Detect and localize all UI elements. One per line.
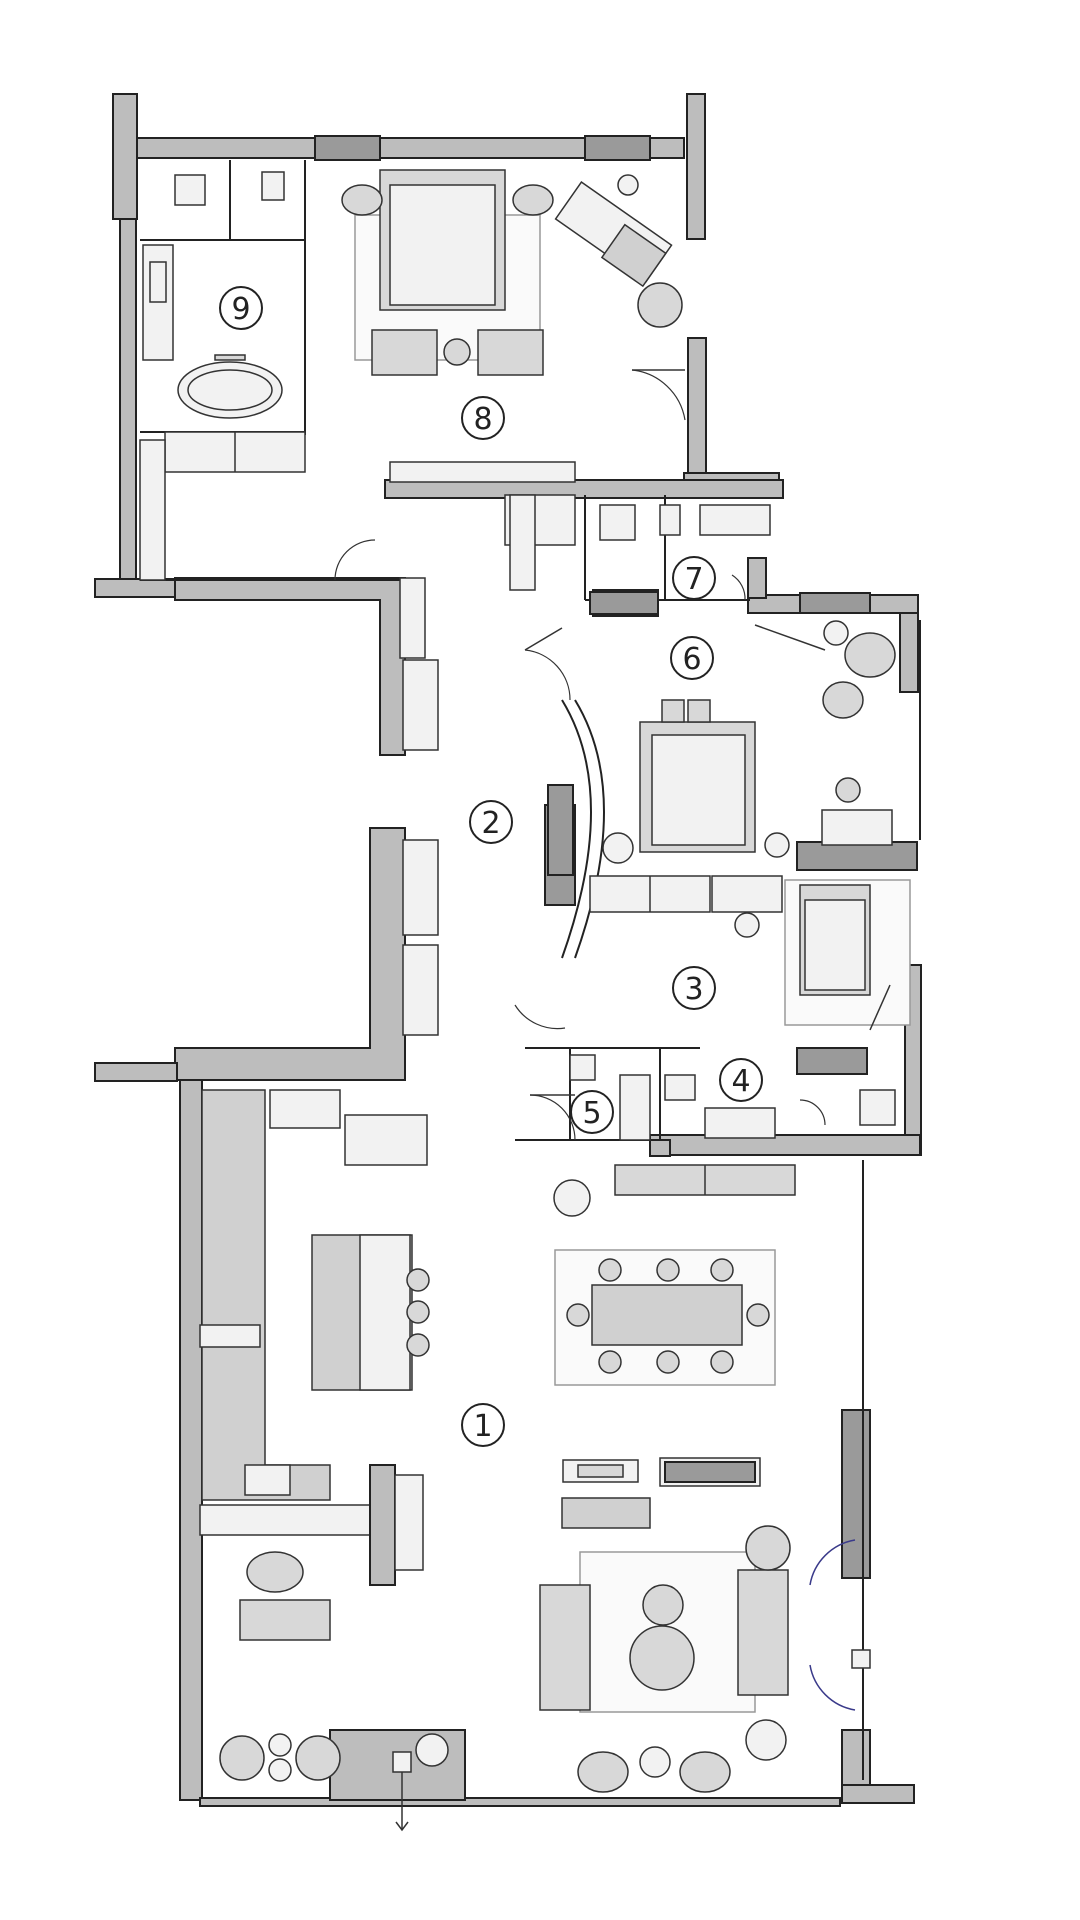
- room-label-7: 7: [672, 556, 716, 600]
- sink-icon: [619, 1074, 651, 1141]
- sofa-icon: [737, 1569, 789, 1696]
- plant-icon: [553, 1179, 591, 1217]
- sink-icon: [704, 1107, 776, 1139]
- svg-text:5: 5: [582, 1096, 601, 1131]
- plant-icon: [415, 1733, 449, 1767]
- svg-text:9: 9: [231, 292, 250, 327]
- svg-text:1: 1: [473, 1409, 492, 1444]
- room-2-corridor: [399, 494, 576, 1036]
- armchair-icon: [679, 1751, 731, 1793]
- room-8-bedroom: [334, 169, 686, 581]
- curved-wall: [547, 699, 605, 959]
- room-3-room: [514, 875, 911, 1031]
- toilet-icon: [569, 1054, 596, 1081]
- outer-walls: [94, 93, 922, 1807]
- sofa-icon: [539, 1584, 591, 1711]
- room-1-living: [199, 1089, 871, 1832]
- room-4-5-bathrooms: [529, 1054, 896, 1141]
- wardrobe: [402, 659, 439, 751]
- room-label-1: 1: [461, 1403, 505, 1447]
- toilet-icon: [261, 171, 285, 201]
- toilet-icon: [659, 504, 681, 536]
- room-label-8: 8: [461, 396, 505, 440]
- room-label-9: 9: [219, 286, 263, 330]
- room-label-3: 3: [672, 966, 716, 1010]
- room-label-6: 6: [670, 636, 714, 680]
- room-6-bedroom: [524, 620, 896, 864]
- svg-text:8: 8: [473, 402, 492, 437]
- armchair-icon: [371, 329, 438, 376]
- room-7-bathroom: [589, 504, 771, 615]
- svg-text:3: 3: [684, 972, 703, 1007]
- svg-text:7: 7: [684, 562, 703, 597]
- shower-icon: [174, 174, 206, 206]
- room-label-4: 4: [719, 1058, 763, 1102]
- room-9-bathroom: [139, 171, 306, 581]
- toilet-icon: [664, 1074, 696, 1101]
- room-label-2: 2: [469, 800, 513, 844]
- svg-text:2: 2: [481, 806, 500, 841]
- shower-icon: [599, 504, 636, 541]
- dining-table-icon: [591, 1284, 743, 1346]
- kitchen-counter: [201, 1089, 331, 1501]
- svg-text:4: 4: [731, 1064, 750, 1099]
- sink-icon: [699, 504, 771, 536]
- shower-icon: [859, 1089, 896, 1126]
- room-label-5: 5: [570, 1090, 614, 1134]
- armchair-icon: [577, 1751, 629, 1793]
- armchair-icon: [477, 329, 544, 376]
- svg-text:6: 6: [682, 642, 701, 677]
- room-labels: 9 8 7 6 2 3 4 5: [219, 286, 763, 1447]
